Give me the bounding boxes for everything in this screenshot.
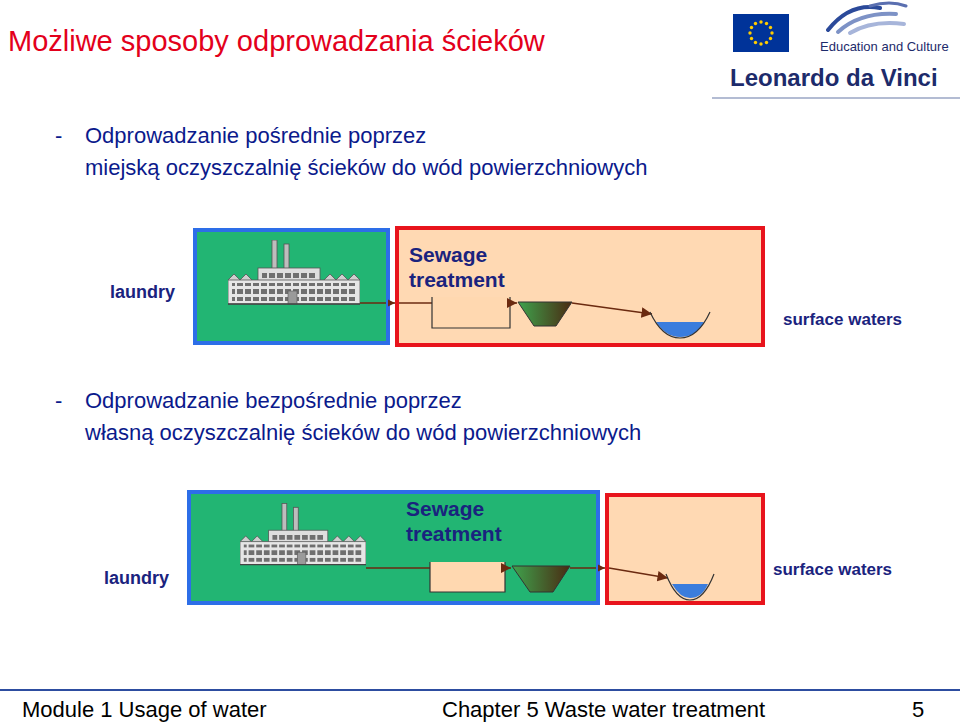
laundry-area: laundry	[193, 228, 390, 345]
node-label: surface waters	[783, 310, 902, 330]
footer-rule	[0, 689, 960, 691]
footer-chapter: Chapter 5 Waste water treatment	[442, 697, 765, 723]
laundry-area: laundrySewage treatment	[187, 490, 600, 605]
page-number: 5	[912, 697, 924, 723]
node-label: surface waters	[773, 560, 892, 580]
bullet-dash: -	[55, 385, 62, 417]
flow-connector	[390, 302, 395, 304]
wrap-spacer	[445, 120, 785, 152]
node-label: laundry	[110, 282, 175, 304]
logo-caption: Education and Culture	[820, 39, 949, 55]
slide-title: Możliwe sposoby odprowadzania ścieków	[8, 24, 545, 59]
receiving-water-area: surface waters	[605, 493, 765, 605]
indirect-discharge-illustration	[228, 240, 710, 338]
header-rule	[712, 97, 960, 99]
eu-flag	[733, 14, 789, 52]
flow-connector	[600, 567, 605, 569]
bullet-text: Odprowadzanie bezpośrednie poprzez własn…	[85, 388, 641, 445]
bullet-text: Odprowadzanie pośrednie poprzez miejską …	[85, 123, 647, 180]
footer-module: Module 1 Usage of water	[22, 697, 267, 723]
wrap-spacer	[485, 385, 925, 417]
municipal-area: Sewage treatmentsurface waters	[395, 226, 765, 347]
programme-logo	[828, 3, 906, 33]
programme-name: Leonardo da Vinci	[730, 64, 938, 93]
bullet-text: Odprowadzanie pośrednie poprzez miejską …	[85, 120, 785, 184]
node-heading: Sewage treatment	[406, 496, 536, 546]
bullet-text: Odprowadzanie bezpośrednie poprzez własn…	[85, 385, 925, 449]
node-label: laundry	[104, 568, 169, 590]
direct-discharge-illustration	[240, 504, 714, 601]
node-heading: Sewage treatment	[409, 242, 539, 292]
bullet-dash: -	[55, 120, 62, 152]
